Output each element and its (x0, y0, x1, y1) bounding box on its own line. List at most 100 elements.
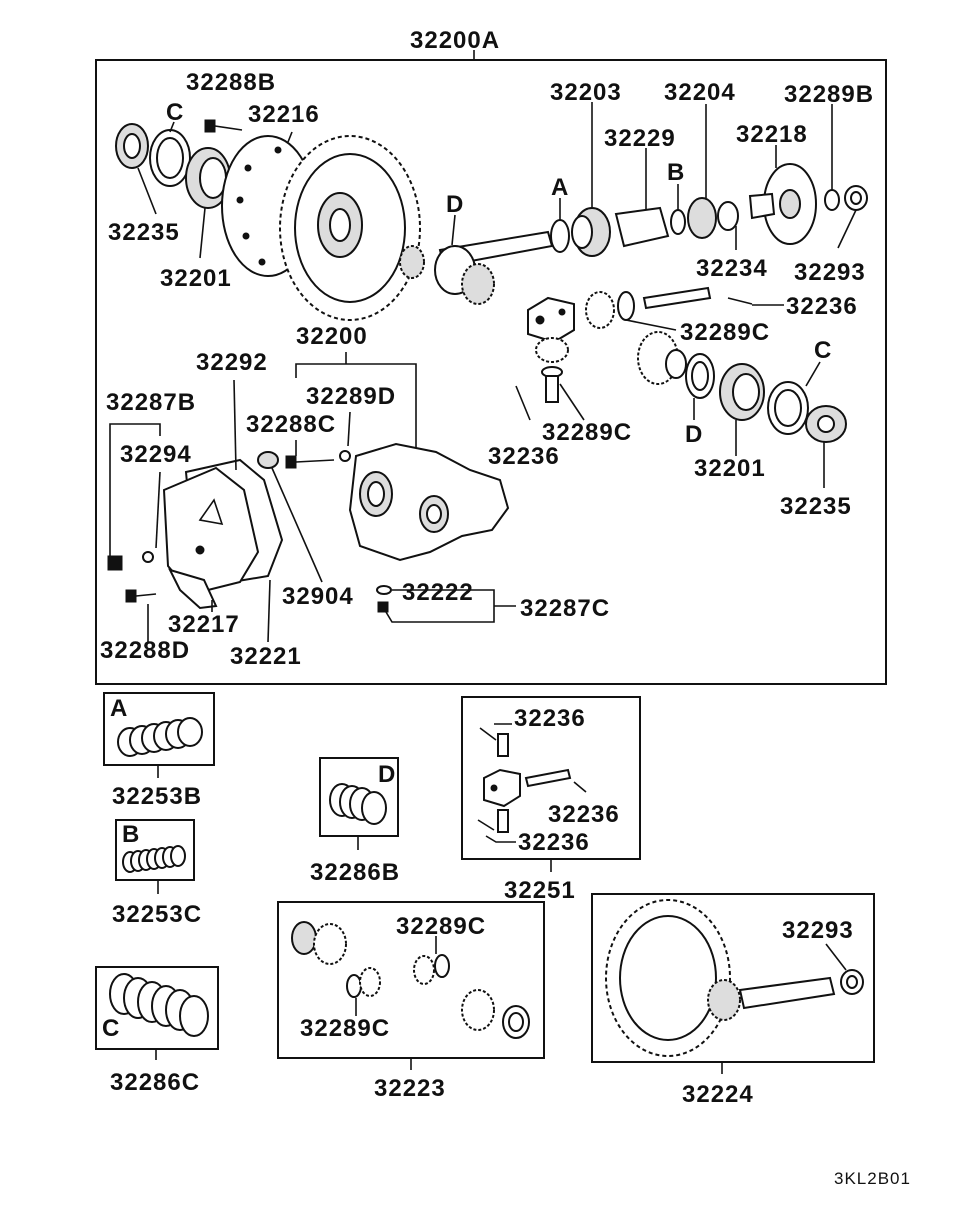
part-32204-bearing[interactable] (687, 197, 739, 239)
label-kit-b[interactable]: B (122, 821, 140, 848)
label-32236-r2[interactable]: 32236 (488, 443, 560, 470)
label-32293-kit[interactable]: 32293 (782, 917, 854, 944)
part-32201-race-right[interactable] (719, 363, 765, 421)
label-32289C-k1[interactable]: 32289C (396, 913, 486, 940)
kit-32251-cross-block[interactable] (483, 768, 521, 808)
kit-32223-side-gear-left[interactable] (291, 921, 347, 965)
kit-32223-side-gear-right[interactable] (461, 989, 530, 1039)
label-32234[interactable]: 32234 (696, 255, 768, 282)
part-32287C-plug[interactable] (377, 601, 389, 613)
label-32294[interactable]: 32294 (120, 441, 192, 468)
part-d-washer-right[interactable] (685, 353, 715, 399)
part-32217-plate[interactable] (168, 568, 218, 610)
label-32293-top[interactable]: 32293 (794, 259, 866, 286)
kit-32251-pin-bottom[interactable] (477, 809, 509, 833)
label-a-top[interactable]: A (551, 174, 569, 201)
part-drive-pinion[interactable] (399, 230, 554, 305)
kit-32223-pinion-gear-b[interactable] (413, 954, 450, 985)
part-pinion-shaft-pin[interactable] (642, 286, 712, 310)
part-ring-gear-main[interactable] (279, 135, 421, 321)
label-32253B[interactable]: 32253B (112, 783, 202, 810)
label-32236-k2[interactable]: 32236 (548, 801, 620, 828)
label-b-top[interactable]: B (667, 159, 685, 186)
label-32292[interactable]: 32292 (196, 349, 268, 376)
label-32224[interactable]: 32224 (682, 1081, 754, 1108)
label-32223[interactable]: 32223 (374, 1075, 446, 1102)
part-32294-gasket[interactable] (142, 551, 154, 563)
part-c-shim-right[interactable] (767, 381, 809, 435)
label-32222[interactable]: 32222 (402, 579, 474, 606)
label-32289B[interactable]: 32289B (784, 81, 874, 108)
part-32203-bearing[interactable] (571, 207, 611, 257)
label-32235-right[interactable]: 32235 (780, 493, 852, 520)
label-32201-top[interactable]: 32201 (160, 265, 232, 292)
label-32201-right[interactable]: 32201 (694, 455, 766, 482)
label-32217[interactable]: 32217 (168, 611, 240, 638)
part-side-gear-small-top[interactable] (585, 291, 635, 329)
label-kit-d[interactable]: D (378, 761, 396, 788)
kit-32251-pin-top[interactable] (479, 727, 509, 757)
label-32236-k3[interactable]: 32236 (518, 829, 590, 856)
kit-32223-pinion-gear-a[interactable] (346, 967, 381, 998)
label-32289D[interactable]: 32289D (306, 383, 396, 410)
label-d-right[interactable]: D (685, 421, 703, 448)
shim-stack-d[interactable] (329, 783, 387, 825)
label-32221[interactable]: 32221 (230, 643, 302, 670)
label-32253C[interactable]: 32253C (112, 901, 202, 928)
label-32287B[interactable]: 32287B (106, 389, 196, 416)
kit-32224-nut[interactable] (840, 969, 864, 995)
kit-32251-pin-right[interactable] (573, 781, 587, 793)
part-carrier-housing[interactable] (348, 442, 510, 562)
label-32287C[interactable]: 32287C (520, 595, 610, 622)
shim-stack-a[interactable] (117, 717, 203, 757)
kit-32251-shaft[interactable] (524, 768, 572, 788)
label-32289C-r2[interactable]: 32289C (542, 419, 632, 446)
label-32203[interactable]: 32203 (550, 79, 622, 106)
label-32286B[interactable]: 32286B (310, 859, 400, 886)
label-c-top[interactable]: C (166, 99, 184, 126)
label-32200A[interactable]: 32200A (410, 27, 500, 54)
part-a-spacer[interactable] (550, 219, 570, 253)
part-32235-bearing-left[interactable] (115, 123, 149, 169)
kit-32224-drive-pinion[interactable] (707, 976, 836, 1021)
label-32904[interactable]: 32904 (282, 583, 354, 610)
shim-stack-c[interactable] (109, 973, 209, 1037)
label-32289C-k2[interactable]: 32289C (300, 1015, 390, 1042)
label-32286C[interactable]: 32286C (110, 1069, 200, 1096)
part-side-gear-right[interactable] (637, 331, 687, 385)
kit-32224-ring-gear[interactable] (605, 899, 731, 1057)
part-b-shim[interactable] (670, 209, 686, 235)
part-32293-nut[interactable] (844, 185, 868, 211)
part-32229-spacer[interactable] (614, 206, 670, 248)
label-32288C[interactable]: 32288C (246, 411, 336, 438)
label-32289C-r1[interactable]: 32289C (680, 319, 770, 346)
label-32288D[interactable]: 32288D (100, 637, 190, 664)
label-32288B[interactable]: 32288B (186, 69, 276, 96)
part-pinion-gear-vertical[interactable] (535, 337, 569, 403)
part-32218-flange[interactable] (748, 163, 817, 245)
label-32200[interactable]: 32200 (296, 323, 368, 350)
label-32251[interactable]: 32251 (504, 877, 576, 904)
label-32236-k1[interactable]: 32236 (514, 705, 586, 732)
part-32289D-washer[interactable] (339, 450, 351, 462)
part-32235-bearing-right[interactable] (805, 405, 847, 443)
part-pinion-cross-block[interactable] (527, 296, 575, 344)
label-32236-r1[interactable]: 32236 (786, 293, 858, 320)
part-32904-magnet[interactable] (257, 451, 279, 469)
part-32236-pin-r1[interactable] (727, 297, 753, 305)
label-kit-c[interactable]: C (102, 1015, 120, 1042)
part-32236-pin-r2[interactable] (515, 385, 531, 421)
label-d-top[interactable]: D (446, 191, 464, 218)
label-32235-top[interactable]: 32235 (108, 219, 180, 246)
part-32287B-drain-plug[interactable] (107, 555, 123, 571)
part-32222-gasket[interactable] (376, 585, 392, 595)
label-kit-a[interactable]: A (110, 695, 128, 722)
label-32204[interactable]: 32204 (664, 79, 736, 106)
part-32288B-bolt[interactable] (204, 119, 243, 133)
part-c-shim-left[interactable] (149, 129, 191, 187)
part-32288C-bolt[interactable] (285, 455, 335, 469)
label-c-right[interactable]: C (814, 337, 832, 364)
part-32289B-washer[interactable] (824, 189, 840, 211)
part-32288D-bolt[interactable] (125, 589, 157, 603)
label-32216[interactable]: 32216 (248, 101, 320, 128)
